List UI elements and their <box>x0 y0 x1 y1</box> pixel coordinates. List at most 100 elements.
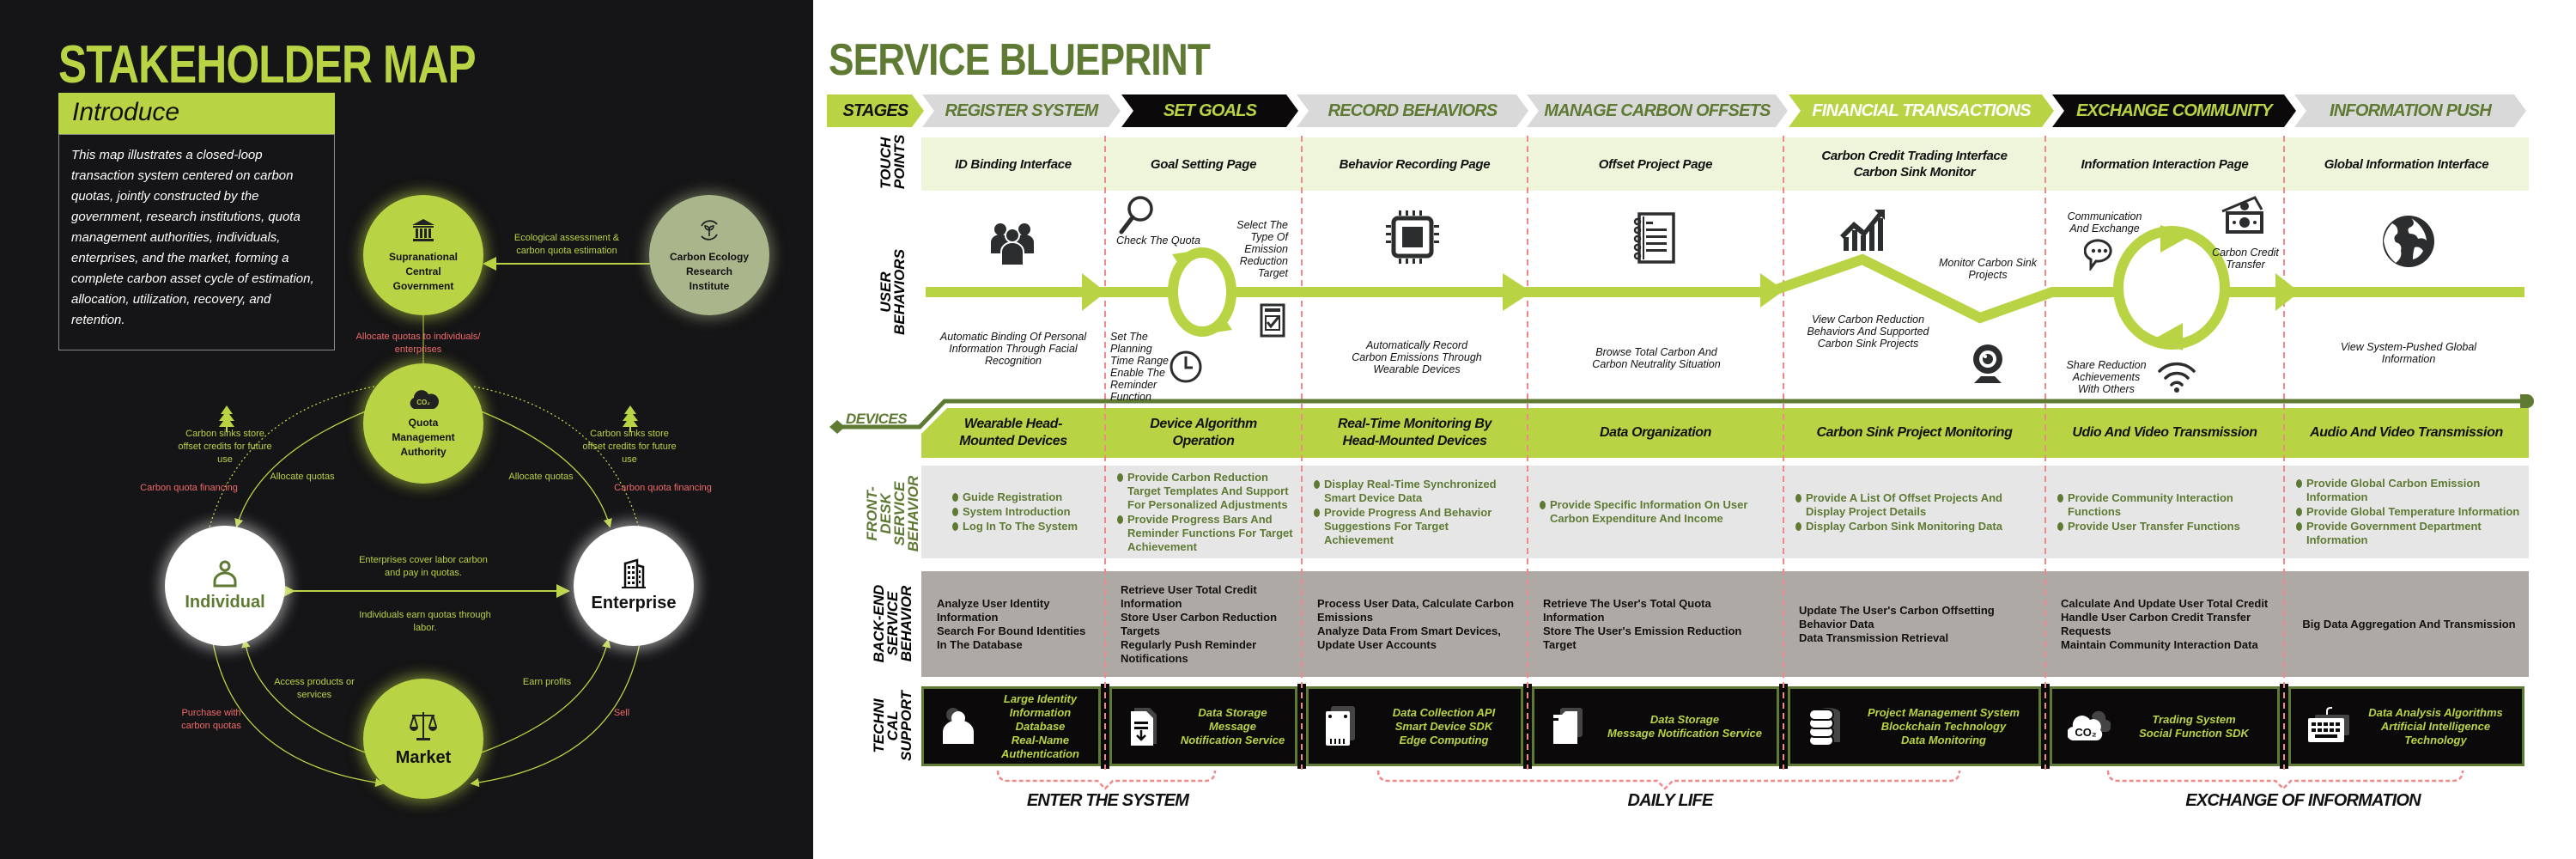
stage-3[interactable]: MANAGE CARBON OFFSETS <box>1527 94 1788 127</box>
user-behavior-text: Browse Total Carbon And Carbon Neutralit… <box>1592 346 1721 370</box>
stage-2[interactable]: RECORD BEHAVIORS <box>1297 94 1528 127</box>
tech-support-item: Large Identity Information Database <box>1003 691 1078 733</box>
stage-6[interactable]: INFORMATION PUSH <box>2294 94 2526 127</box>
tech-support-item: Smart Device SDK <box>1394 719 1493 733</box>
tech-support-item: Trading System <box>2152 712 2236 726</box>
label-government-quota: Allocate quotas to individuals/ enterpri… <box>355 332 481 355</box>
webcam-icon <box>1973 344 2002 383</box>
device-3: Data Organization <box>1545 408 1766 458</box>
touchpoint-label: Behavior Recording Page <box>1339 156 1491 172</box>
tech-support-item: Blockchain Technology <box>1880 719 2007 733</box>
document-download-icon <box>1131 707 1157 746</box>
back-end-2: Process User Data, Calculate Carbon Emis… <box>1317 571 1517 677</box>
tech-support-item: Social Function SDK <box>2139 726 2249 740</box>
blueprint-title: SERVICE BLUEPRINT <box>829 35 1211 85</box>
touchpoint-3[interactable]: Offset Project Page <box>1528 137 1783 191</box>
device-5: Udio And Video Transmission <box>2063 408 2267 458</box>
node-label: Quota Management Authority <box>392 416 455 458</box>
folder-icon <box>1552 707 1583 744</box>
front-desk-item: Provide Progress And Behavior Suggestion… <box>1314 506 1519 547</box>
label-market-individual: Access products or services <box>274 677 355 700</box>
tech-support-item: Message Notification Service <box>1607 726 1762 740</box>
touchpoint-label: Carbon Sink Monitor <box>1853 165 1976 180</box>
front-desk-item: Provide Progress Bars And Reminder Funct… <box>1117 513 1293 554</box>
device-label: Audio And Video Transmission <box>2310 425 2503 440</box>
tech-separator <box>2280 684 2288 769</box>
intro-body: This map illustrates a closed-loop trans… <box>58 135 335 350</box>
touchpoint-6[interactable]: Global Information Interface <box>2284 137 2529 191</box>
user-behavior-text: View Carbon Reduction Behaviors And Supp… <box>1807 314 1929 350</box>
touchpoint-2[interactable]: Behavior Recording Page <box>1302 137 1528 191</box>
front-desk-item: Provide Global Temperature Information <box>2296 505 2520 519</box>
chip-icon <box>1386 210 1439 264</box>
node-market[interactable]: Market <box>363 679 483 799</box>
row-label-back-end: BACK-END SERVICE BEHAVIOR <box>871 584 914 663</box>
node-individual[interactable]: Individual <box>165 526 285 646</box>
market-individual-arrow <box>241 638 368 754</box>
magnifier-icon <box>1119 196 1153 235</box>
touchpoint-0[interactable]: ID Binding Interface <box>921 137 1105 191</box>
stage-1[interactable]: SET GOALS <box>1121 94 1298 127</box>
label-enterprise-market: Sell <box>613 708 630 718</box>
svg-text:CO₂: CO₂ <box>2075 726 2097 739</box>
label-financing-right: Carbon quota financing <box>614 483 712 493</box>
front-desk-2: Display Real-Time Synchronized Smart Dev… <box>1314 466 1519 558</box>
back-end-3: Retrieve The User's Total Quota Informat… <box>1543 571 1773 677</box>
building-icon <box>622 558 646 588</box>
front-desk-list: Provide Global Carbon Emission Informati… <box>2296 476 2520 548</box>
device-board-icon <box>1326 705 1355 746</box>
node-quota-authority[interactable]: CO₂ Quota Management Authority <box>363 363 483 484</box>
front-desk-item: Provide Carbon Reduction Target Template… <box>1117 471 1293 512</box>
touchpoints-row <box>921 137 2529 191</box>
node-label: Supranational Central Government <box>389 250 459 292</box>
stage-4[interactable]: FINANCIAL TRANSACTIONS <box>1789 94 2054 127</box>
people-group-icon <box>991 223 1034 265</box>
node-enterprise[interactable]: Enterprise <box>574 526 694 646</box>
device-6: Audio And Video Transmission <box>2301 408 2512 458</box>
clock-icon <box>1170 350 1202 383</box>
back-end-item: Calculate And Update User Total Credit <box>2061 596 2269 610</box>
device-label: Real-Time Monitoring By Head-Mounted Dev… <box>1338 417 1492 448</box>
touchpoint-label: Goal Setting Page <box>1150 156 1257 172</box>
tech-support-item: Project Management System <box>1867 705 2020 719</box>
device-4: Carbon Sink Project Monitoring <box>1801 408 2028 458</box>
label-individual-enterprise: Individuals earn quotas through labor. <box>359 610 491 633</box>
user-behavior-text: Check The Quota <box>1116 235 1200 247</box>
device-1: Device Algorithm Operation <box>1122 408 1285 458</box>
relation-lines <box>209 257 651 788</box>
back-end-item: Analyze Data From Smart Devices, Update … <box>1317 624 1501 651</box>
node-government[interactable]: Supranational Central Government <box>363 195 483 315</box>
back-end-list: Process User Data, Calculate Carbon Emis… <box>1317 597 1517 652</box>
front-desk-item: Provide Global Carbon Emission Informati… <box>2296 477 2520 504</box>
money-icon <box>2221 196 2263 234</box>
touchpoint-label: Information Interaction Page <box>2081 156 2249 172</box>
back-end-item: Retrieve User Total Credit Information <box>1121 582 1257 610</box>
tech-separator <box>2041 684 2050 769</box>
node-label: Enterprise <box>591 594 677 612</box>
tech-support-item: Data Storage <box>1649 712 1720 726</box>
back-end-item: Analyze User Identity Information <box>937 596 1050 624</box>
back-end-list: Big Data Aggregation And Transmission <box>2302 618 2515 631</box>
node-label: Carbon Ecology Research Institute <box>669 250 749 292</box>
device-label: Carbon Sink Project Monitoring <box>1816 425 2013 440</box>
front-desk-item: Guide Registration <box>951 490 1078 504</box>
stakeholder-map-title: STAKEHOLDER MAP <box>58 35 477 94</box>
user-icon <box>943 707 974 744</box>
node-research[interactable]: Carbon Ecology Research Institute <box>649 195 769 315</box>
user-behavior-text: Communication And Exchange <box>2067 210 2142 235</box>
row-label-front-desk: FRONT-DESK SERVICE BEHAVIOR <box>864 475 921 552</box>
touchpoint-1[interactable]: Goal Setting Page <box>1105 137 1302 191</box>
touchpoint-5[interactable]: Information Interaction Page <box>2045 137 2284 191</box>
stage-0[interactable]: REGISTER SYSTEM <box>922 94 1121 127</box>
node-label: Individual <box>185 593 265 612</box>
stage-5[interactable]: EXCHANGE COMMUNITY <box>2052 94 2296 127</box>
intro-heading: Introduce <box>58 93 335 135</box>
